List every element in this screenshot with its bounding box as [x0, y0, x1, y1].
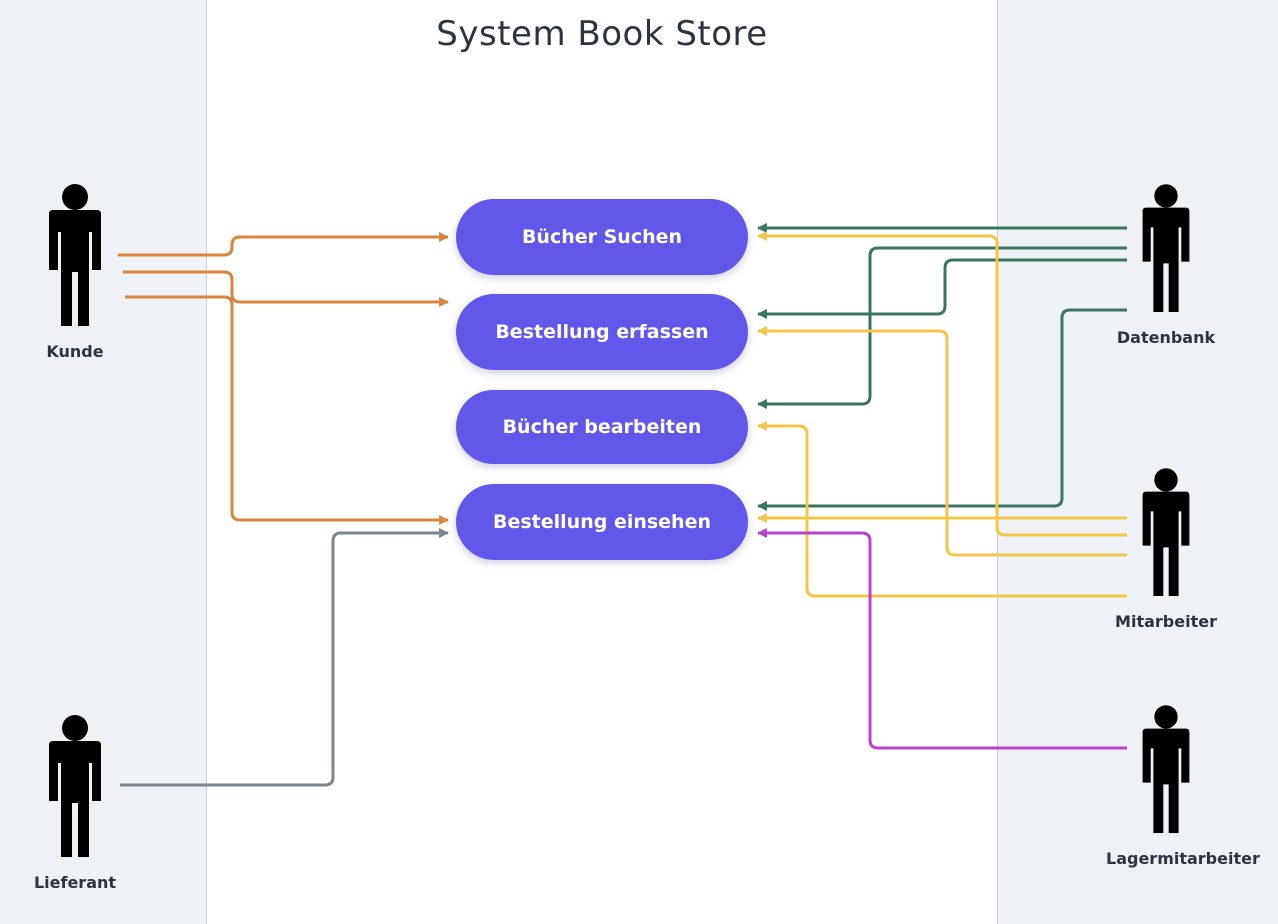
person-icon — [49, 715, 101, 857]
connector-datenbank-edit — [757, 246, 1127, 409]
usecase-label: Bücher bearbeiten — [502, 416, 702, 438]
usecase-buecher-suchen[interactable]: Bücher Suchen — [456, 199, 748, 275]
actor-datenbank[interactable]: Datenbank — [1106, 184, 1226, 347]
actor-label: Datenbank — [1116, 328, 1216, 347]
usecase-label: Bestellung erfassen — [495, 321, 709, 343]
actor-mitarbeiter[interactable]: Mitarbeiter — [1106, 468, 1226, 631]
actor-lieferant[interactable]: Lieferant — [15, 715, 135, 892]
person-icon — [1142, 705, 1190, 833]
connector-datenbank-order — [757, 258, 1127, 319]
actor-label: Lieferant — [33, 873, 117, 892]
usecase-bestellung-einsehen[interactable]: Bestellung einsehen — [456, 484, 748, 560]
connector-kunde-order — [123, 270, 449, 307]
connector-mitarbeiter-order — [757, 326, 1127, 557]
connector-kunde-view — [125, 295, 449, 525]
connector-mitarbeiter-search — [757, 231, 1127, 537]
usecase-label: Bestellung einsehen — [493, 511, 711, 533]
connector-datenbank-view — [757, 308, 1127, 511]
usecase-buecher-bearbeiten[interactable]: Bücher bearbeiten — [456, 390, 748, 464]
diagram-title: System Book Store — [436, 14, 768, 54]
actor-label: Mitarbeiter — [1115, 612, 1217, 631]
connector-lieferant-view — [120, 528, 449, 787]
actor-label: Lagermitarbeiter — [1106, 849, 1260, 868]
actor-lagermitarbeiter[interactable]: Lagermitarbeiter — [1106, 705, 1260, 868]
person-icon — [1142, 468, 1190, 596]
usecase-bestellung-erfassen[interactable]: Bestellung erfassen — [456, 294, 748, 370]
connector-lagermitarbeiter-view — [757, 528, 1127, 750]
connector-kunde-search — [118, 232, 449, 257]
connector-mitarbeiter-edit — [757, 421, 1127, 598]
actor-kunde[interactable]: Kunde — [15, 184, 135, 361]
person-icon — [1142, 184, 1190, 312]
usecase-label: Bücher Suchen — [521, 226, 683, 248]
person-icon — [49, 184, 101, 326]
actor-label: Kunde — [46, 342, 104, 361]
